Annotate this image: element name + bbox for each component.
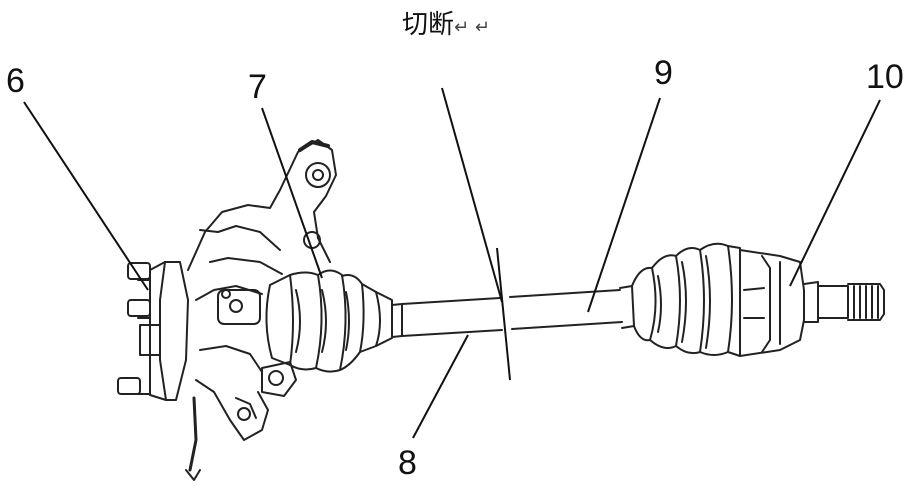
leader-8 bbox=[412, 334, 469, 439]
half-shaft-left bbox=[391, 297, 503, 338]
leader-6 bbox=[23, 101, 149, 291]
label-6: 6 bbox=[6, 62, 25, 100]
steering-knuckle bbox=[185, 139, 337, 481]
spline-stub bbox=[803, 281, 885, 323]
label-8: 8 bbox=[398, 444, 417, 482]
leader-9 bbox=[587, 97, 661, 313]
leader-7 bbox=[261, 107, 323, 279]
cv-joint-housing bbox=[727, 245, 805, 357]
label-7: 7 bbox=[248, 68, 267, 106]
cut-label-text: 切断 bbox=[402, 10, 455, 40]
label-9: 9 bbox=[654, 54, 673, 92]
cut-label: 切断↵ ↵ bbox=[402, 12, 490, 38]
leader-10 bbox=[789, 99, 881, 287]
half-shaft-right bbox=[509, 289, 623, 330]
leader-lines bbox=[23, 87, 881, 439]
inner-cv-boot-left bbox=[265, 269, 393, 373]
cut-line bbox=[496, 247, 511, 381]
leader-cut bbox=[441, 87, 503, 303]
label-10: 10 bbox=[866, 58, 904, 96]
wheel-hub-flange bbox=[117, 261, 189, 401]
outer-cv-boot-right bbox=[619, 242, 733, 356]
return-marks: ↵ ↵ bbox=[454, 17, 490, 38]
